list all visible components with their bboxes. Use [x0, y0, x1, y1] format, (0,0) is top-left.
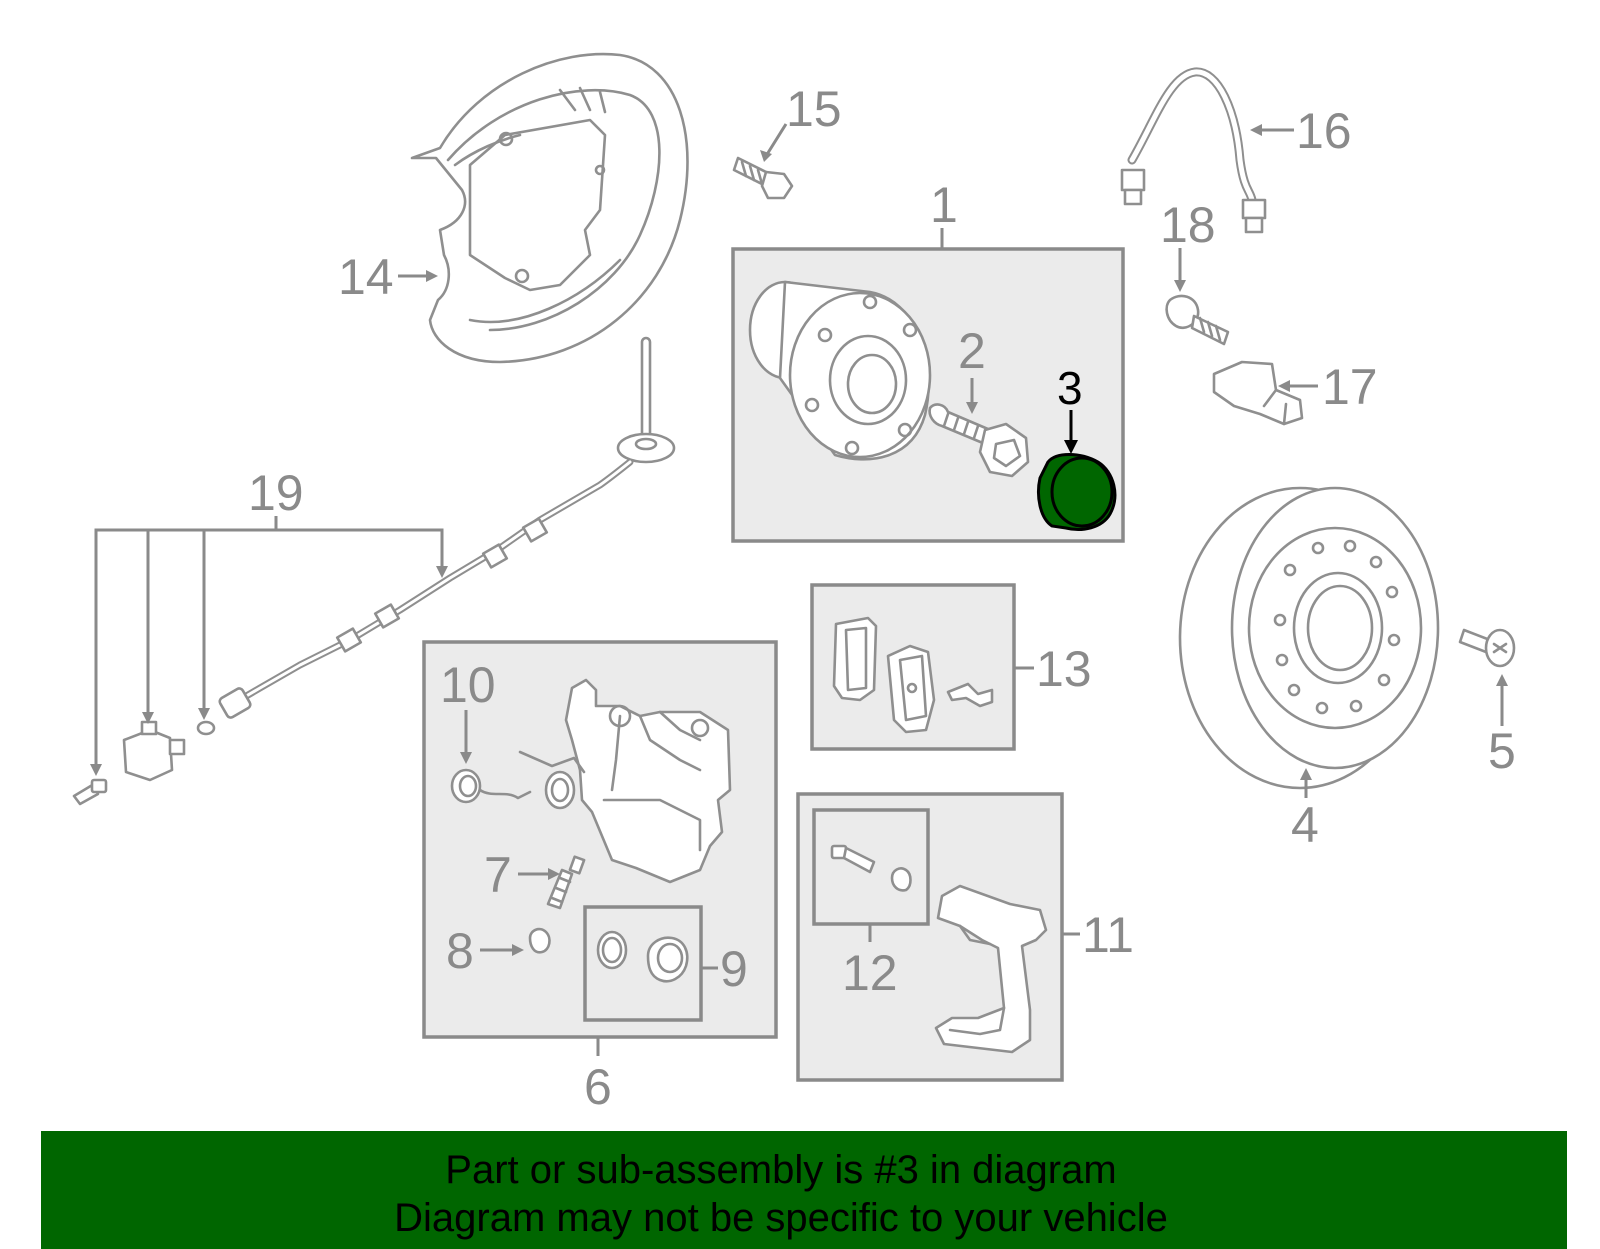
callout-13: 13 [1036, 641, 1092, 697]
sensor-bolt-part[interactable] [72, 778, 108, 806]
highlight-info-banner: Part or sub-assembly is #3 in diagram Di… [41, 1131, 1567, 1249]
bleeder-screw-part[interactable] [546, 855, 586, 910]
caliper-seal-kit-group-box [583, 905, 703, 1022]
callout-5: 5 [1488, 723, 1516, 779]
abs-sensor-part[interactable] [122, 720, 186, 782]
sensor-bracket-part[interactable] [1212, 360, 1304, 426]
callout-15: 15 [786, 81, 842, 137]
callout-16: 16 [1296, 103, 1352, 159]
abs-sensor-cable-part[interactable] [218, 336, 676, 719]
callout-14: 14 [338, 249, 394, 305]
hub-cap-part-highlighted[interactable] [1037, 453, 1117, 531]
callout-2: 2 [958, 323, 986, 379]
guide-pin-kit-part[interactable] [830, 844, 912, 892]
rotor-screw-part[interactable] [1458, 628, 1516, 668]
callout-3-highlighted: 3 [1057, 362, 1083, 414]
brake-caliper-part[interactable] [518, 678, 732, 884]
callout-6: 6 [584, 1059, 612, 1115]
bolt-part-18[interactable] [1165, 294, 1230, 346]
banner-disclaimer-text: Diagram may not be specific to your vehi… [394, 1196, 1168, 1240]
caliper-bracket-part[interactable] [934, 884, 1048, 1054]
brake-pads-part[interactable] [832, 616, 994, 734]
wheel-hub-part[interactable] [748, 280, 932, 461]
caliper-spring-part[interactable] [450, 768, 532, 804]
bolt-part-15[interactable] [732, 156, 794, 200]
callout-1: 1 [930, 177, 958, 233]
caliper-seal-kit-part[interactable] [596, 930, 689, 983]
callout-8: 8 [446, 923, 474, 979]
callout-11: 11 [1082, 907, 1134, 963]
callout-9: 9 [720, 941, 748, 997]
banner-part-number-text: Part or sub-assembly is #3 in diagram [445, 1148, 1117, 1192]
callout-19: 19 [248, 465, 304, 521]
brake-hose-part[interactable] [1120, 67, 1267, 234]
dust-shield-part[interactable] [410, 52, 689, 364]
callout-4: 4 [1291, 797, 1319, 853]
callout-12: 12 [842, 945, 898, 1001]
callout-17: 17 [1322, 359, 1378, 415]
bleeder-cap-part[interactable] [528, 927, 551, 954]
callout-18: 18 [1160, 197, 1216, 253]
hub-bolt-part[interactable] [928, 403, 1030, 478]
brake-rotor-part[interactable] [1178, 486, 1440, 790]
grommet-part[interactable] [196, 720, 216, 736]
callout-10: 10 [440, 657, 496, 713]
callout-7: 7 [484, 847, 512, 903]
